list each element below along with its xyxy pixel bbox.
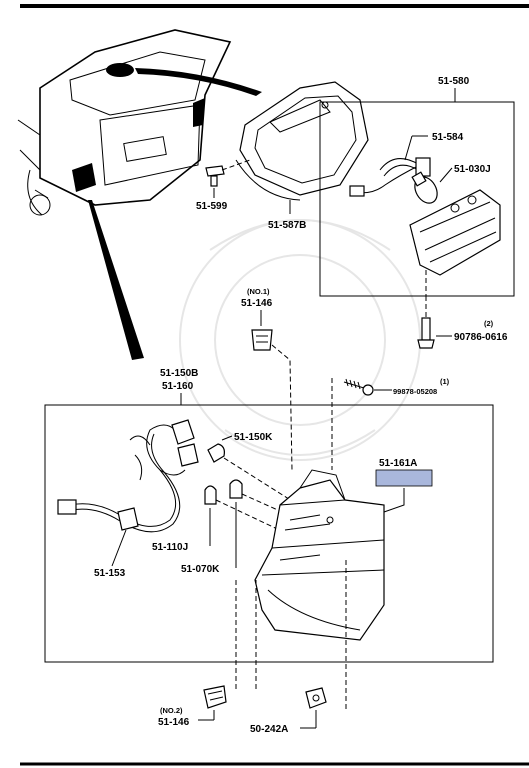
rear-combination-lamp-51-161a <box>254 469 385 641</box>
screw-99878-05208 <box>343 378 374 396</box>
box-rear-combination-lamp <box>44 404 494 663</box>
label-51-161a: 51-161A <box>379 458 417 469</box>
bulb-51-030j <box>411 171 438 204</box>
clip-51-146-no2 <box>203 685 227 709</box>
label-51-160: 51-160 <box>162 381 194 392</box>
stop-lamp-socket-wire-51-584 <box>349 157 431 197</box>
label-51-146-bot-note: (NO.2) <box>160 706 183 715</box>
wiring-harness-51-150b <box>57 419 199 533</box>
watermark-emblem <box>179 219 421 461</box>
label-51-146-top: 51-146 <box>241 298 273 309</box>
label-90786-0616: 90786-0616 <box>454 332 508 343</box>
clip-51-146-no1 <box>251 329 273 351</box>
box-51-580 <box>319 101 515 297</box>
label-51-150b: 51-150B <box>160 368 198 379</box>
label-51-584: 51-584 <box>432 132 464 143</box>
highlight-box-51-161a <box>375 469 433 487</box>
label-99878-05208: 99878-05208 <box>393 387 437 396</box>
label-51-587b: 51-587B <box>268 220 306 231</box>
callout-arrow-lower <box>88 200 144 360</box>
label-90786-qty: (2) <box>484 319 494 328</box>
label-51-146-bot: 51-146 <box>158 717 190 728</box>
label-51-146-top-note: (NO.1) <box>247 287 270 296</box>
stop-lamp-housing <box>409 189 501 296</box>
stop-lamp-lens-51-587b <box>235 81 369 201</box>
label-51-150k: 51-150K <box>234 432 273 443</box>
label-51-030j: 51-030J <box>454 164 491 175</box>
screw-51-599 <box>205 159 251 187</box>
clip-50-242a <box>305 687 327 709</box>
label-51-070k: 51-070K <box>181 564 220 575</box>
label-51-599: 51-599 <box>196 201 228 212</box>
label-99878-qty: (1) <box>440 377 450 386</box>
vehicle-rear-view <box>17 29 232 216</box>
label-50-242a: 50-242A <box>250 724 288 735</box>
label-51-580: 51-580 <box>438 76 470 87</box>
label-51-110j: 51-110J <box>152 542 188 553</box>
callout-arrow-upper <box>135 68 262 96</box>
bolt-90786-0616 <box>417 296 435 349</box>
label-51-153: 51-153 <box>94 568 126 579</box>
